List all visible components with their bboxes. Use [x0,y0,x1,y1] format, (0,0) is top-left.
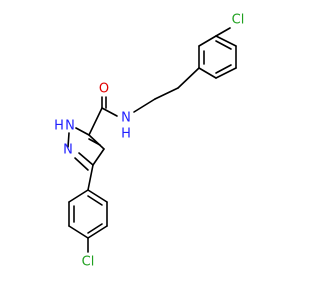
bond-ch2-n [133,98,156,113]
bond-pyrazole [88,134,105,150]
bond-ring1 [215,67,237,79]
bond-ring2 [87,225,108,239]
bond-pyrazole [67,132,70,148]
bond-ring2 [68,189,89,203]
bond-ring1-inner [215,64,232,74]
bond-pyrazole [78,152,94,166]
bond-ring2-inner [87,195,103,206]
bond-pyrazole-inner [74,157,89,171]
bond-cl-ring [215,27,231,37]
bond-ring1 [198,67,217,79]
bond-ring1 [215,35,237,47]
bond-ch2-ring [177,67,200,89]
bond-ring2 [68,225,89,239]
bond-ch2-ch2 [154,87,179,100]
bond-pyrazole-ring2 [87,164,94,191]
bond-ring1-inner [215,40,232,50]
bond-ring2-inner [87,223,103,234]
bonds [67,27,237,253]
bond-co-ring [88,107,103,136]
amide-hydrogen-label: H [121,127,131,142]
oxygen-label: O [99,82,109,97]
pyrazole-nitrogen-label: N [63,143,73,158]
chlorine-top-label: Cl [232,13,245,28]
atom-labels: Cl O N H H N N Cl [54,13,244,270]
bond-ring1 [198,35,217,47]
bond-pyrazole [75,127,90,136]
bond-ring2 [87,189,108,203]
bond-n-co [101,107,118,117]
bond-pyrazole [92,148,105,166]
amide-nitrogen-label: N [121,111,131,126]
molecule-structure: Cl O N H H N N Cl [54,13,244,270]
pyrazole-nh-nitrogen-label: N [65,119,75,134]
bond-pyrazole-inner [88,138,101,146]
pyrazole-hydrogen-label: H [54,119,64,134]
chlorine-bottom-label: Cl [82,255,95,270]
